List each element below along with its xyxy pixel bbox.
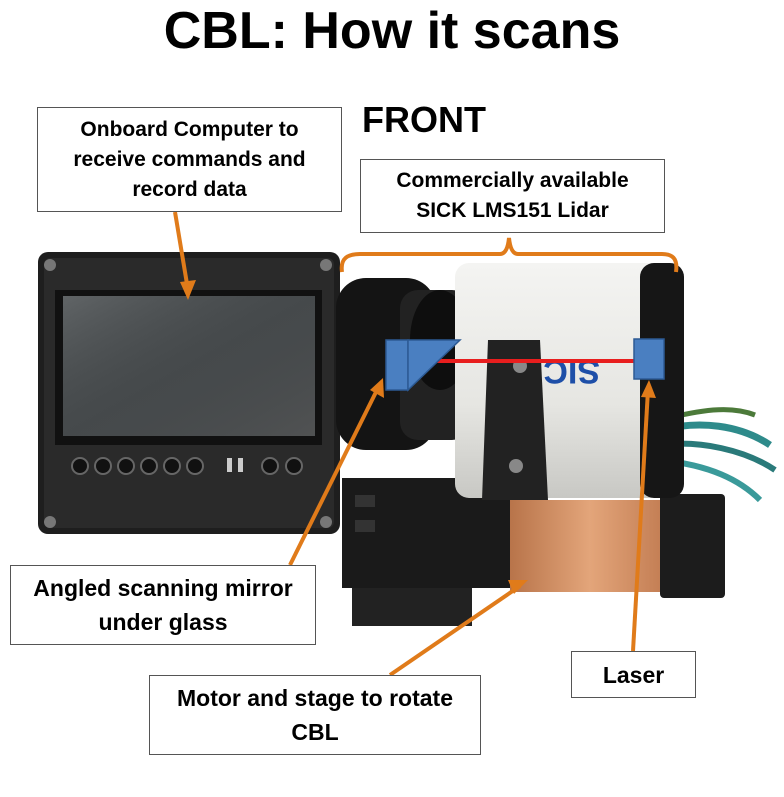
callout-motor-stage: Motor and stage to rotate CBL [149,675,481,755]
callout-text: Laser [603,660,664,690]
laser-source-marker [634,339,664,379]
callout-lidar: Commercially available SICK LMS151 Lidar [360,159,665,233]
callout-scanning-mirror: Angled scanning mirror under glass [10,565,316,645]
callout-text: Motor and stage to rotate CBL [177,681,453,749]
callout-text: Onboard Computer to receive commands and… [73,115,305,205]
callout-laser: Laser [571,651,696,698]
lidar-body: SICK [455,263,684,500]
callout-text: Angled scanning mirror under glass [33,571,292,639]
callout-text: Commercially available SICK LMS151 Lidar [396,166,628,226]
callout-onboard-computer: Onboard Computer to receive commands and… [37,107,342,212]
motor-stage [342,478,725,626]
